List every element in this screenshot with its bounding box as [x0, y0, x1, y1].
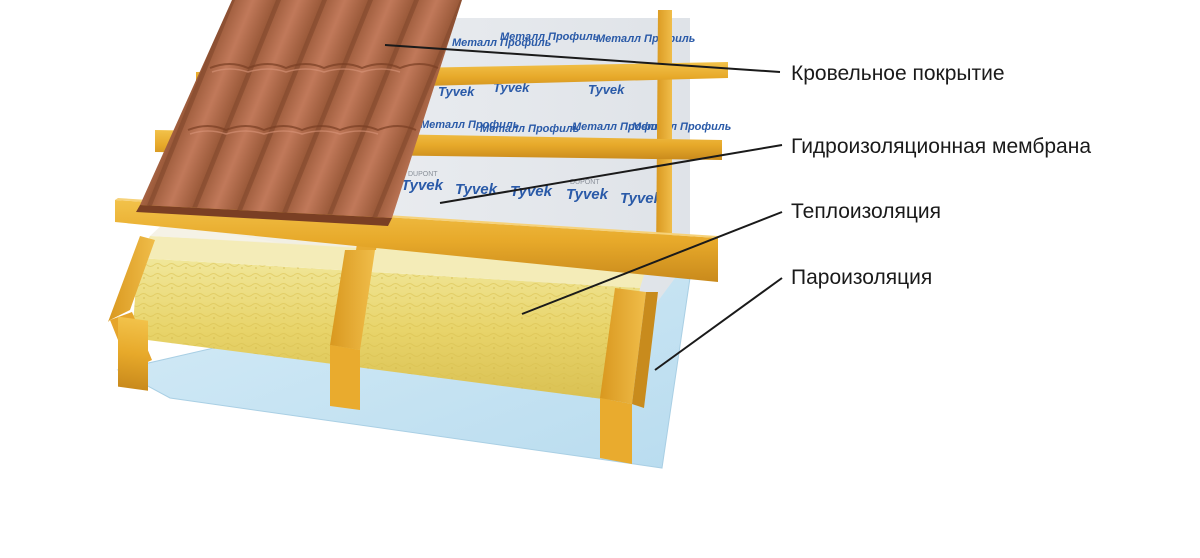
membrane-print: Металл Профиль: [596, 33, 695, 45]
membrane-maker-print: DUPONT: [570, 179, 600, 186]
label-vapor-barrier: Пароизоляция: [791, 266, 933, 289]
membrane-print: Tyvek: [620, 190, 663, 207]
leader-line-insulation: [521, 211, 783, 315]
leader-line-roofing: [384, 44, 781, 73]
membrane-print: Металл Профиль: [452, 37, 551, 49]
membrane-print: Tyvek: [455, 181, 498, 198]
metal-tile-roofing: [136, 0, 462, 226]
membrane-print: Металл Профиль: [572, 121, 671, 133]
membrane-print: Tyvek: [510, 183, 553, 200]
label-insulation: Теплоизоляция: [791, 200, 941, 223]
leader-line-vapor: [654, 277, 783, 371]
label-roofing: Кровельное покрытие: [791, 62, 1005, 85]
leader-line-membrane: [439, 144, 783, 204]
leader-lines: [384, 44, 783, 371]
membrane-print: Tyvek: [566, 186, 609, 203]
membrane-print: Tyvek: [401, 177, 444, 194]
membrane-print: Tyvek: [588, 82, 625, 97]
membrane-print: Металл Профиль: [500, 31, 599, 43]
membrane-print: Металл Профиль: [632, 121, 731, 133]
membrane-print: Металл Профиль: [420, 119, 519, 131]
insulation-layer: [132, 222, 648, 402]
membrane-maker-print: DUPONT: [408, 171, 438, 178]
label-waterproof-membrane: Гидроизоляционная мембрана: [791, 135, 1091, 158]
membrane-print: Металл Профиль: [480, 123, 579, 135]
membrane-print: Tyvek: [438, 84, 475, 99]
